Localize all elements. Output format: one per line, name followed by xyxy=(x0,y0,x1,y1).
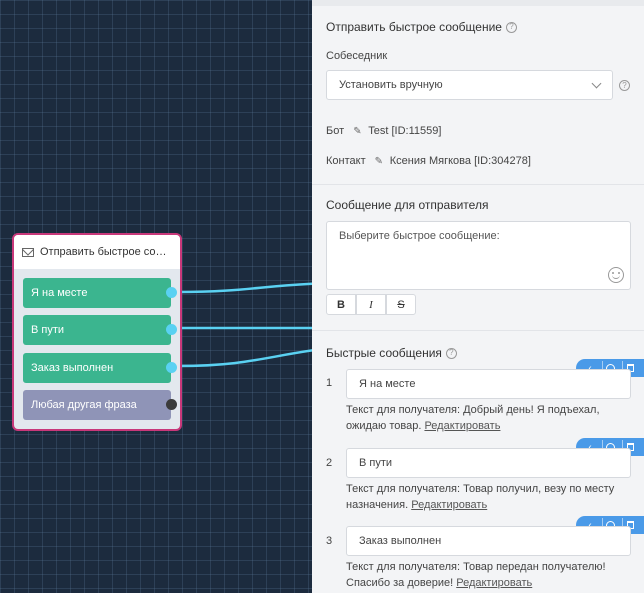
strikethrough-button[interactable]: S xyxy=(386,294,416,315)
sender-message-input[interactable]: Выберите быстрое сообщение: xyxy=(326,221,631,290)
node-button-4[interactable]: Любая другая фраза xyxy=(23,390,177,420)
edit-link[interactable]: Редактировать xyxy=(456,577,533,589)
output-port[interactable] xyxy=(166,324,177,335)
sender-message-title: Сообщение для отправителя xyxy=(326,198,489,212)
node-button-2[interactable]: В пути xyxy=(23,315,177,345)
quick-message-number: 2 xyxy=(326,457,333,469)
collapse-icon[interactable]: ‹ xyxy=(588,441,592,453)
quick-message-number: 1 xyxy=(326,377,333,389)
interlocutor-select[interactable]: Установить вручную xyxy=(326,70,613,100)
quick-message-number: 3 xyxy=(326,535,333,547)
interlocutor-value: Установить вручную xyxy=(339,79,443,91)
envelope-icon xyxy=(22,247,34,257)
output-port[interactable] xyxy=(166,399,177,410)
interlocutor-label: Собеседник xyxy=(326,50,388,62)
collapse-icon[interactable]: ‹ xyxy=(588,519,592,531)
contact-row: Контакт ✎ Ксения Мягкова [ID:304278] xyxy=(326,155,531,167)
quick-message-node[interactable]: Отправить быстрое сооб… Я на месте В пут… xyxy=(12,233,182,431)
quick-message-text: Текст для получателя: Добрый день! Я под… xyxy=(346,404,600,432)
node-header[interactable]: Отправить быстрое сооб… xyxy=(14,235,180,269)
node-button-label: Я на месте xyxy=(31,287,88,299)
node-button-label: Заказ выполнен xyxy=(31,362,114,374)
bot-row: Бот ✎ Test [ID:11559] xyxy=(326,125,442,137)
quick-messages-title: Быстрые сообщения ? xyxy=(326,346,457,360)
connection-lines xyxy=(177,282,312,368)
node-title: Отправить быстрое сооб… xyxy=(40,246,172,258)
quick-message-text: Текст для получателя: Товар передан полу… xyxy=(346,561,606,589)
node-button-1[interactable]: Я на месте xyxy=(23,278,177,308)
edit-link[interactable]: Редактировать xyxy=(424,420,501,432)
divider xyxy=(312,330,644,331)
bot-value[interactable]: Test [ID:11559] xyxy=(368,125,442,137)
node-button-label: В пути xyxy=(31,324,65,336)
pencil-icon[interactable]: ✎ xyxy=(374,156,384,167)
link-3 xyxy=(177,349,312,368)
divider xyxy=(312,184,644,185)
quick-message-input[interactable]: Заказ выполнен xyxy=(346,526,631,556)
help-icon[interactable]: ? xyxy=(619,80,630,91)
bold-button[interactable]: B xyxy=(326,294,356,315)
link-1 xyxy=(177,282,312,294)
quick-message-input[interactable]: В пути xyxy=(346,448,631,478)
panel-top-bar xyxy=(312,0,644,6)
help-icon[interactable]: ? xyxy=(505,21,517,33)
output-port[interactable] xyxy=(166,287,177,298)
quick-message-input[interactable]: Я на месте xyxy=(346,369,631,399)
quick-message-text: Текст для получателя: Товар получил, вез… xyxy=(346,483,615,511)
panel-title: Отправить быстрое сообщение ? xyxy=(326,20,517,34)
smiley-icon[interactable] xyxy=(608,267,624,283)
node-button-label: Любая другая фраза xyxy=(31,399,137,411)
help-icon[interactable]: ? xyxy=(445,347,457,359)
edit-link[interactable]: Редактировать xyxy=(411,499,488,511)
flow-canvas[interactable]: Отправить быстрое сооб… Я на месте В пут… xyxy=(0,0,312,593)
pencil-icon[interactable]: ✎ xyxy=(353,126,362,137)
chevron-down-icon xyxy=(591,78,602,88)
collapse-icon[interactable]: ‹ xyxy=(588,362,592,374)
node-button-3[interactable]: Заказ выполнен xyxy=(23,353,177,383)
contact-value[interactable]: Ксения Мягкова [ID:304278] xyxy=(389,155,531,167)
italic-button[interactable]: I xyxy=(356,294,386,315)
output-port[interactable] xyxy=(166,362,177,373)
settings-panel: Отправить быстрое сообщение ? Собеседник… xyxy=(312,0,644,593)
sender-message-placeholder: Выберите быстрое сообщение: xyxy=(339,230,500,242)
